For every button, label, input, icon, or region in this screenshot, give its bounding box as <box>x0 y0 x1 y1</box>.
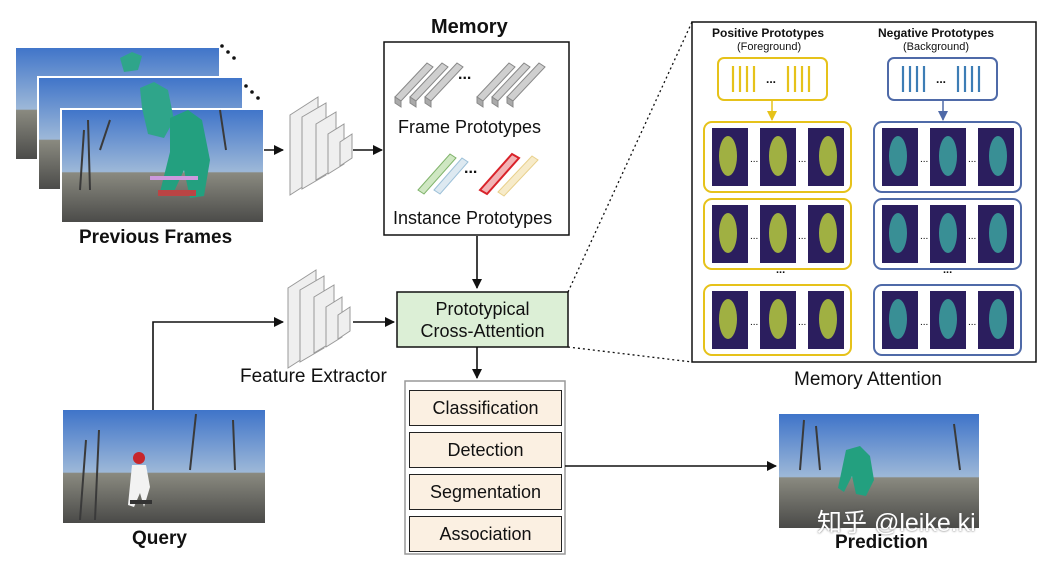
positive-attention-highlight <box>719 136 737 176</box>
positive-attention-highlight <box>819 299 837 339</box>
attention-map-groups: .................................... <box>703 121 1022 356</box>
negative-map-ellipsis: ... <box>968 317 976 328</box>
positive-map-ellipsis: ... <box>798 317 806 328</box>
positive-token-bars <box>731 66 811 92</box>
negative-attention-highlight <box>989 299 1007 339</box>
instance-prototypes-ellipsis: ... <box>464 160 478 177</box>
memory-attention-label: Memory Attention <box>794 369 942 390</box>
positive-attention-highlight <box>769 136 787 176</box>
zoom-line-top <box>567 21 693 293</box>
negative-attention-highlight <box>939 213 957 253</box>
positive-attention-highlight <box>769 299 787 339</box>
positive-map-ellipsis: ... <box>798 154 806 165</box>
zoom-line-bottom <box>567 346 693 363</box>
negative-attention-highlight <box>939 299 957 339</box>
frame-prototypes-label: Frame Prototypes <box>398 117 542 137</box>
negative-attention-highlight <box>889 299 907 339</box>
feature-extractor-top <box>289 96 353 196</box>
negative-map-ellipsis: ... <box>920 231 928 242</box>
positive-rows-ellipsis: ... <box>776 264 786 276</box>
negative-rows-ellipsis: ... <box>943 264 953 276</box>
positive-token-ellipsis: ... <box>766 72 777 86</box>
positive-prototypes-title: Positive Prototypes <box>712 26 825 40</box>
negative-prototypes-subtitle: (Background) <box>903 41 970 53</box>
prediction-image <box>779 414 979 528</box>
negative-attention-highlight <box>939 136 957 176</box>
positive-map-ellipsis: ... <box>750 317 758 328</box>
frame-prototypes-icons <box>394 62 546 108</box>
cross-attention-line1: Prototypical <box>435 299 530 319</box>
feature-extractor-bottom <box>287 269 351 369</box>
negative-token-bars <box>901 66 981 92</box>
negative-prototypes-title: Negative Prototypes <box>878 26 995 40</box>
frames-ellipsis-dots <box>220 44 260 100</box>
positive-attention-highlight <box>719 299 737 339</box>
positive-prototypes-subtitle: (Foreground) <box>737 41 802 53</box>
cross-attention-box <box>396 291 569 348</box>
negative-attention-highlight <box>889 136 907 176</box>
negative-map-ellipsis: ... <box>968 154 976 165</box>
negative-token-ellipsis: ... <box>936 72 947 86</box>
query-image <box>63 410 265 523</box>
instance-prototypes-icons <box>417 152 539 197</box>
positive-map-ellipsis: ... <box>750 154 758 165</box>
previous-frames-stack <box>14 46 265 224</box>
positive-attention-highlight <box>719 213 737 253</box>
query-label: Query <box>132 528 187 549</box>
frame-prototypes-ellipsis: ... <box>458 66 472 83</box>
prediction-label: Prediction <box>835 532 928 553</box>
positive-attention-highlight <box>769 213 787 253</box>
negative-attention-highlight <box>889 213 907 253</box>
feature-extractor-label: Feature Extractor <box>240 366 387 387</box>
arrow-query-to-extractor <box>152 317 284 410</box>
positive-attention-highlight <box>819 213 837 253</box>
negative-map-ellipsis: ... <box>920 317 928 328</box>
memory-title: Memory <box>431 16 508 38</box>
association-head: Association <box>409 516 562 552</box>
cross-attention-line2: Cross-Attention <box>420 321 545 341</box>
positive-attention-highlight <box>819 136 837 176</box>
positive-map-ellipsis: ... <box>798 231 806 242</box>
negative-map-ellipsis: ... <box>920 154 928 165</box>
instance-prototypes-label: Instance Prototypes <box>393 208 553 228</box>
negative-attention-highlight <box>989 213 1007 253</box>
classification-head: Classification <box>409 390 562 426</box>
cross-attention-label: Prototypical Cross-Attention <box>397 295 568 345</box>
watermark: 知乎 @leike.ki <box>817 509 976 537</box>
negative-attention-highlight <box>989 136 1007 176</box>
segmentation-head: Segmentation <box>409 474 562 510</box>
negative-map-ellipsis: ... <box>968 231 976 242</box>
previous-frames-label: Previous Frames <box>79 227 233 248</box>
positive-map-ellipsis: ... <box>750 231 758 242</box>
detection-head: Detection <box>409 432 562 468</box>
